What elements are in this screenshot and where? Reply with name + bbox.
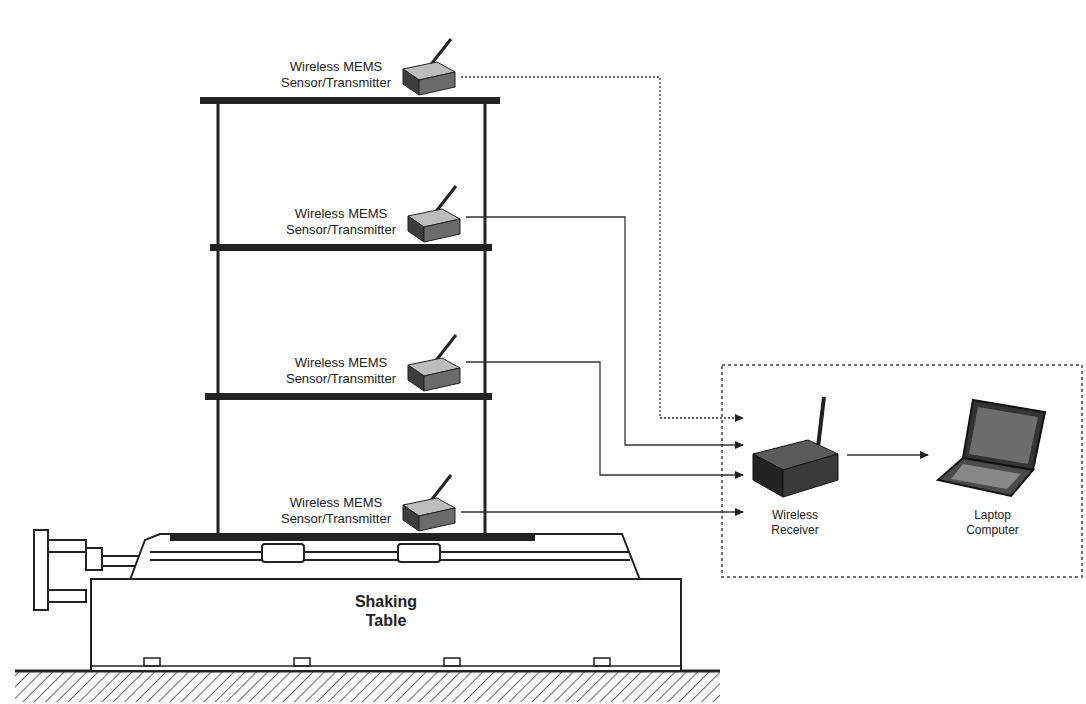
signal-arrow [847, 454, 928, 456]
shaking-table: Shaking Table [90, 578, 682, 672]
signal-arrow [466, 217, 743, 445]
table-bolts [92, 650, 680, 670]
dashed-group [722, 365, 1082, 577]
ground-hatch [15, 672, 720, 702]
wireless-sensor: Wireless MEMS Sensor/Transmitter [275, 473, 459, 533]
table-carriage [130, 534, 640, 580]
laptop-icon [933, 392, 1053, 502]
signal-arrow [461, 511, 743, 512]
device-label: Wireless Receiver [755, 508, 835, 538]
building-frame [170, 97, 535, 541]
wireless-sensor: Wireless MEMS Sensor/Transmitter [280, 184, 464, 244]
signal-arrow [461, 77, 743, 418]
sensor-icon [397, 473, 459, 533]
sensor-icon [402, 333, 464, 393]
signal-arrow [466, 362, 743, 475]
device-label: Wireless MEMS Sensor/Transmitter [275, 59, 397, 97]
sensor-icon [397, 37, 459, 97]
device-label: Laptop Computer [953, 508, 1033, 538]
receiver-icon [748, 392, 843, 502]
table-label: Shaking Table [346, 592, 426, 630]
wireless-sensor: Wireless MEMS Sensor/Transmitter [275, 37, 459, 97]
sensor-icon [402, 184, 464, 244]
laptop-computer: Laptop Computer [930, 392, 1055, 538]
device-label: Wireless MEMS Sensor/Transmitter [280, 355, 402, 393]
device-label: Wireless MEMS Sensor/Transmitter [275, 495, 397, 533]
device-label: Wireless MEMS Sensor/Transmitter [280, 206, 402, 244]
wireless-sensor: Wireless MEMS Sensor/Transmitter [280, 333, 464, 393]
wireless-receiver: Wireless Receiver [745, 392, 845, 538]
